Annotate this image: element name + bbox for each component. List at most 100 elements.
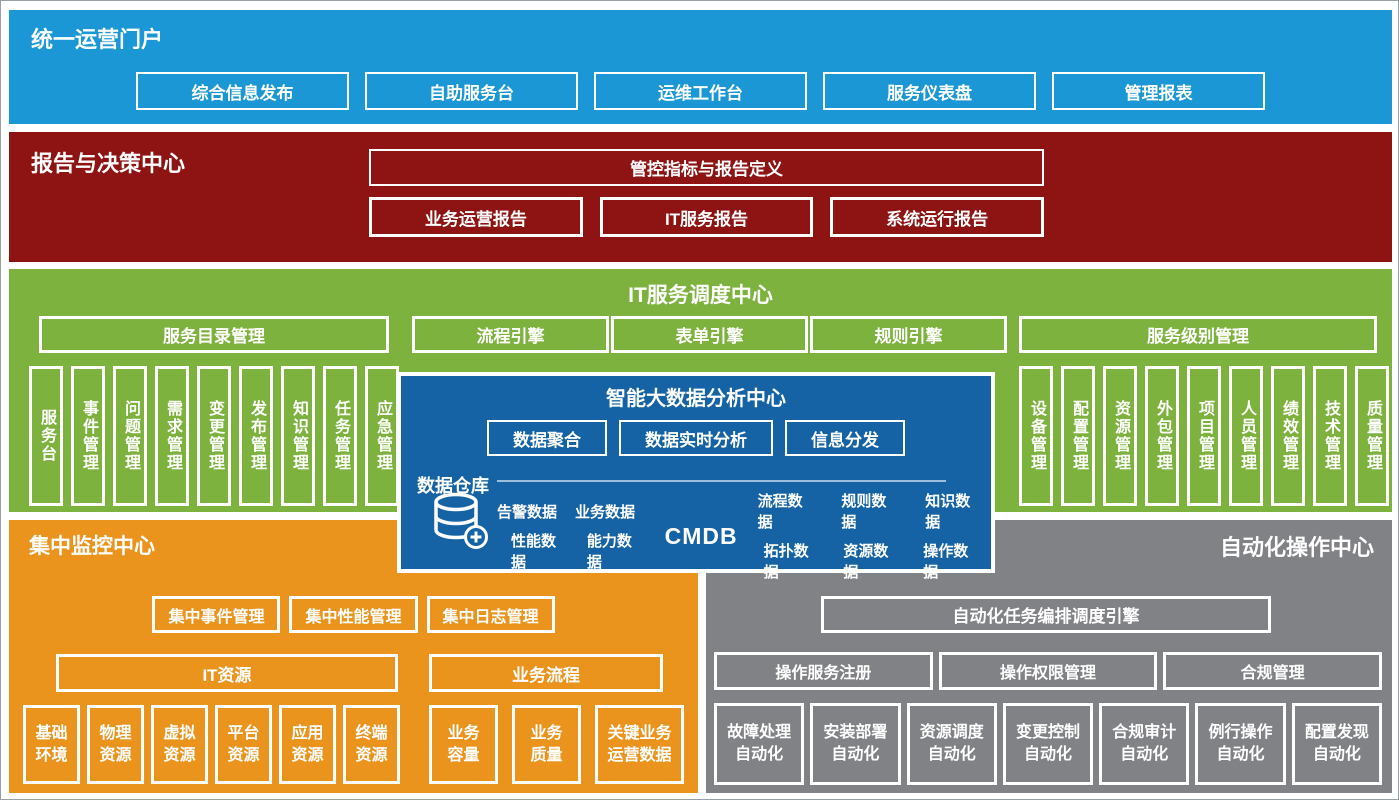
col-demand-mgmt: 需求管理 [155, 366, 189, 506]
database-plus-icon [429, 492, 491, 555]
warehouse-right-row2: 拓扑数据 资源数据 操作数据 [764, 540, 983, 582]
cell-basic-env: 基础 环境 [23, 705, 80, 784]
central-log-mgmt: 集中日志管理 [426, 596, 555, 633]
data-operation: 操作数据 [923, 543, 969, 581]
data-aggregation: 数据聚合 [487, 420, 607, 456]
compliance-mgmt: 合规管理 [1163, 652, 1383, 690]
portal-item-ops-workbench: 运维工作台 [594, 72, 807, 110]
automation-section: 自动化操作中心 自动化任务编排调度引擎 操作服务注册 操作权限管理 合规管理 故… [706, 520, 1392, 793]
operation-permission-mgmt: 操作权限管理 [938, 652, 1158, 690]
report-indicator-definition: 管控指标与报告定义 [369, 149, 1044, 186]
col-knowledge-mgmt: 知识管理 [281, 366, 315, 506]
col-service-desk: 服务台 [29, 366, 63, 506]
report-item-system-run: 系统运行报告 [830, 197, 1045, 237]
col-personnel-mgmt: 人员管理 [1229, 366, 1263, 506]
analytics-buttons-row: 数据聚合 数据实时分析 信息分发 [401, 420, 991, 456]
report-item-it-service: IT服务报告 [599, 197, 814, 237]
warehouse-data-grid: 告警数据 业务数据 性能数据 能力数据 CMDB 流程数据 规则数据 知识数据 … [497, 490, 983, 582]
portal-item-info-publish: 综合信息发布 [136, 72, 349, 110]
warehouse-right-row1: 流程数据 规则数据 知识数据 [758, 490, 983, 532]
analytics-section: 智能大数据分析中心 数据聚合 数据实时分析 信息分发 数据仓库 告警数据 [397, 372, 995, 581]
portal-section: 统一运营门户 综合信息发布 自助服务台 运维工作台 服务仪表盘 管理报表 [9, 10, 1392, 124]
cell-terminal-res: 终端 资源 [343, 705, 400, 784]
cell-platform-res: 平台 资源 [215, 705, 272, 784]
cell-business-quality: 业务 质量 [512, 705, 581, 784]
automation-tasks-row: 故障处理 自动化 安装部署 自动化 资源调度 自动化 变更控制 自动化 合规审计… [714, 703, 1382, 785]
col-resource-mgmt: 资源管理 [1103, 366, 1137, 506]
cell-application-res: 应用 资源 [279, 705, 336, 784]
col-device-mgmt: 设备管理 [1019, 366, 1053, 506]
col-emergency-mgmt: 应急管理 [365, 366, 399, 506]
portal-item-self-service: 自助服务台 [365, 72, 578, 110]
task-compliance-audit: 合规审计 自动化 [1099, 703, 1190, 785]
dispatch-title: IT服务调度中心 [628, 284, 773, 307]
task-resource-scheduling: 资源调度 自动化 [906, 703, 997, 785]
it-resource-cells: 基础 环境 物理 资源 虚拟 资源 平台 资源 应用 资源 终端 资源 [23, 705, 400, 784]
automation-orchestration-engine: 自动化任务编排调度引擎 [821, 596, 1271, 633]
portal-item-mgmt-report: 管理报表 [1052, 72, 1265, 110]
cell-business-capacity: 业务 容量 [429, 705, 498, 784]
portal-item-service-dashboard: 服务仪表盘 [823, 72, 1036, 110]
portal-title: 统一运营门户 [31, 27, 164, 52]
col-project-mgmt: 项目管理 [1187, 366, 1221, 506]
col-quality-mgmt: 质量管理 [1355, 366, 1389, 506]
analytics-title: 智能大数据分析中心 [606, 388, 786, 410]
data-topology: 拓扑数据 [763, 543, 809, 581]
col-config-mgmt: 配置管理 [1061, 366, 1095, 506]
central-performance-mgmt: 集中性能管理 [289, 596, 418, 633]
cell-virtual-res: 虚拟 资源 [151, 705, 208, 784]
data-warehouse-label: 数据仓库 [417, 476, 489, 496]
col-technology-mgmt: 技术管理 [1313, 366, 1347, 506]
business-process-header: 业务流程 [429, 654, 663, 692]
service-level-header: 服务级别管理 [1019, 316, 1377, 353]
automation-services-row: 操作服务注册 操作权限管理 合规管理 [714, 652, 1383, 690]
col-release-mgmt: 发布管理 [239, 366, 273, 506]
data-alarm: 告警数据 [497, 503, 558, 521]
realtime-analysis: 数据实时分析 [619, 420, 773, 456]
col-performance-mgmt: 绩效管理 [1271, 366, 1305, 506]
cell-key-business-data: 关键业务 运营数据 [595, 705, 684, 784]
process-columns: 服务台 事件管理 问题管理 需求管理 变更管理 发布管理 知识管理 任务管理 应… [29, 366, 399, 506]
report-title: 报告与决策中心 [31, 151, 186, 176]
engines-row: 流程引擎 表单引擎 规则引擎 [412, 316, 1007, 353]
data-process: 流程数据 [757, 493, 803, 531]
operation-service-registration: 操作服务注册 [714, 652, 933, 690]
portal-buttons-row: 综合信息发布 自助服务台 运维工作台 服务仪表盘 管理报表 [9, 72, 1392, 110]
col-change-mgmt: 变更管理 [197, 366, 231, 506]
central-event-mgmt: 集中事件管理 [152, 596, 281, 633]
warehouse-right-group: 流程数据 规则数据 知识数据 拓扑数据 资源数据 操作数据 [758, 490, 983, 582]
service-catalog-header: 服务目录管理 [39, 316, 389, 353]
col-incident-mgmt: 事件管理 [71, 366, 105, 506]
task-fault-handling: 故障处理 自动化 [714, 703, 805, 785]
it-resource-header: IT资源 [56, 654, 398, 692]
data-resource: 资源数据 [843, 543, 889, 581]
form-engine: 表单引擎 [611, 316, 808, 353]
task-change-control: 变更控制 自动化 [1002, 703, 1094, 785]
warehouse-divider-line [497, 480, 946, 482]
col-outsourcing-mgmt: 外包管理 [1145, 366, 1179, 506]
info-distribution: 信息分发 [785, 420, 905, 456]
warehouse-left-group: 告警数据 业务数据 性能数据 能力数据 [497, 501, 645, 572]
data-business: 业务数据 [575, 503, 636, 521]
data-performance: 性能数据 [511, 532, 557, 571]
report-buttons-row: 业务运营报告 IT服务报告 系统运行报告 [369, 197, 1045, 237]
report-section: 报告与决策中心 管控指标与报告定义 业务运营报告 IT服务报告 系统运行报告 [9, 132, 1392, 262]
warehouse-left-row2: 性能数据 能力数据 [511, 530, 645, 572]
process-engine: 流程引擎 [412, 316, 609, 353]
col-task-mgmt: 任务管理 [323, 366, 357, 506]
warehouse-left-row1: 告警数据 业务数据 [497, 501, 645, 522]
monitoring-buttons-row: 集中事件管理 集中性能管理 集中日志管理 [9, 596, 698, 633]
business-process-cells: 业务 容量 业务 质量 关键业务 运营数据 [429, 705, 684, 784]
monitoring-section: 集中监控中心 集中事件管理 集中性能管理 集中日志管理 IT资源 业务流程 基础… [9, 520, 698, 793]
col-problem-mgmt: 问题管理 [113, 366, 147, 506]
report-item-business-ops: 业务运营报告 [369, 197, 583, 237]
monitoring-title: 集中监控中心 [29, 535, 155, 558]
data-capability: 能力数据 [586, 532, 632, 571]
automation-title: 自动化操作中心 [1219, 535, 1374, 560]
report-group: 管控指标与报告定义 业务运营报告 IT服务报告 系统运行报告 [369, 149, 1045, 237]
task-routine-operation: 例行操作 自动化 [1195, 703, 1286, 785]
mgmt-columns: 设备管理 配置管理 资源管理 外包管理 项目管理 人员管理 绩效管理 技术管理 … [1019, 366, 1389, 506]
cell-physical-res: 物理 资源 [87, 705, 144, 784]
rule-engine: 规则引擎 [810, 316, 1007, 353]
